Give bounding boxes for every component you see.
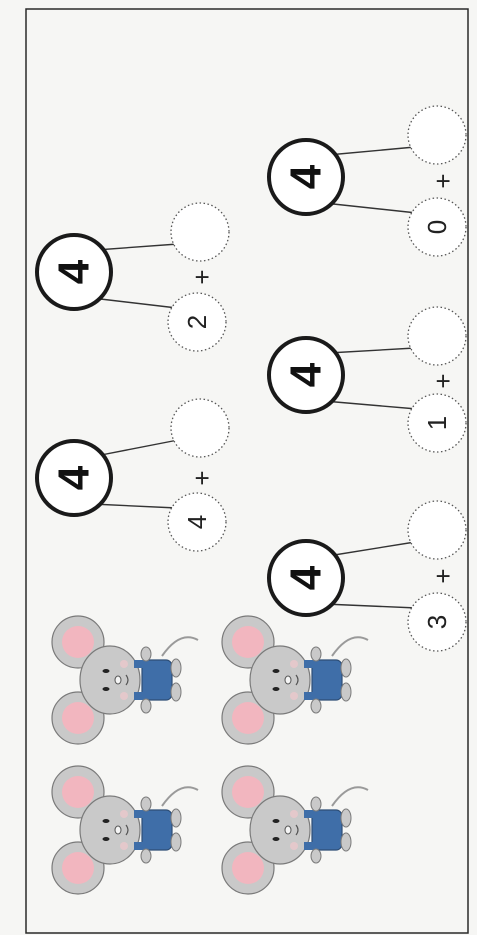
number-bond: 4 1 + <box>267 306 467 453</box>
whole-circle <box>267 539 345 617</box>
part-number: 2 <box>182 315 212 329</box>
bond-line <box>327 347 416 354</box>
part-circle <box>407 393 467 453</box>
number-bonds: 4 4 +4 2 +4 3 +4 1 +4 0 + <box>35 105 467 652</box>
bond-line <box>95 243 179 251</box>
plus-sign: + <box>428 173 458 188</box>
whole-circle <box>267 138 345 216</box>
answer-circle[interactable] <box>407 500 467 560</box>
mouse-counters <box>51 615 369 895</box>
part-circle <box>407 197 467 257</box>
bond-line <box>91 503 178 509</box>
mouse-icon <box>221 765 369 895</box>
whole-number: 4 <box>282 565 331 590</box>
whole-number: 4 <box>282 164 331 189</box>
answer-circle[interactable] <box>170 398 230 458</box>
part-circle <box>167 492 227 552</box>
whole-circle <box>35 233 113 311</box>
plus-sign: + <box>428 373 458 388</box>
number-bond: 4 4 + <box>35 398 230 552</box>
part-number: 1 <box>422 416 452 430</box>
bond-line <box>95 439 179 457</box>
number-bond: 4 3 + <box>267 500 467 652</box>
mouse-icon <box>221 615 369 745</box>
part-number: 3 <box>422 615 452 629</box>
number-bond: 4 2 + <box>35 202 230 352</box>
bond-line <box>323 603 418 609</box>
whole-number: 4 <box>50 259 99 284</box>
mouse-icon <box>51 615 199 745</box>
whole-circle <box>267 336 345 414</box>
plus-sign: + <box>428 568 458 583</box>
answer-circle[interactable] <box>170 202 230 262</box>
part-number: 4 <box>182 515 212 529</box>
bond-line <box>323 400 418 410</box>
whole-circle <box>35 439 113 517</box>
whole-number: 4 <box>282 362 331 387</box>
bond-line <box>91 297 178 309</box>
page-border <box>25 8 469 934</box>
number-bond: 4 0 + <box>267 105 467 257</box>
plus-sign: + <box>187 470 217 485</box>
plus-sign: + <box>187 269 217 284</box>
part-number: 0 <box>422 220 452 234</box>
mouse-icon <box>51 765 199 895</box>
whole-number: 4 <box>50 465 99 490</box>
answer-circle[interactable] <box>407 306 467 366</box>
part-circle <box>407 592 467 652</box>
part-circle <box>167 292 227 352</box>
bond-line <box>327 146 416 156</box>
answer-circle[interactable] <box>407 105 467 165</box>
bond-line <box>323 202 418 214</box>
bond-line <box>327 541 416 557</box>
